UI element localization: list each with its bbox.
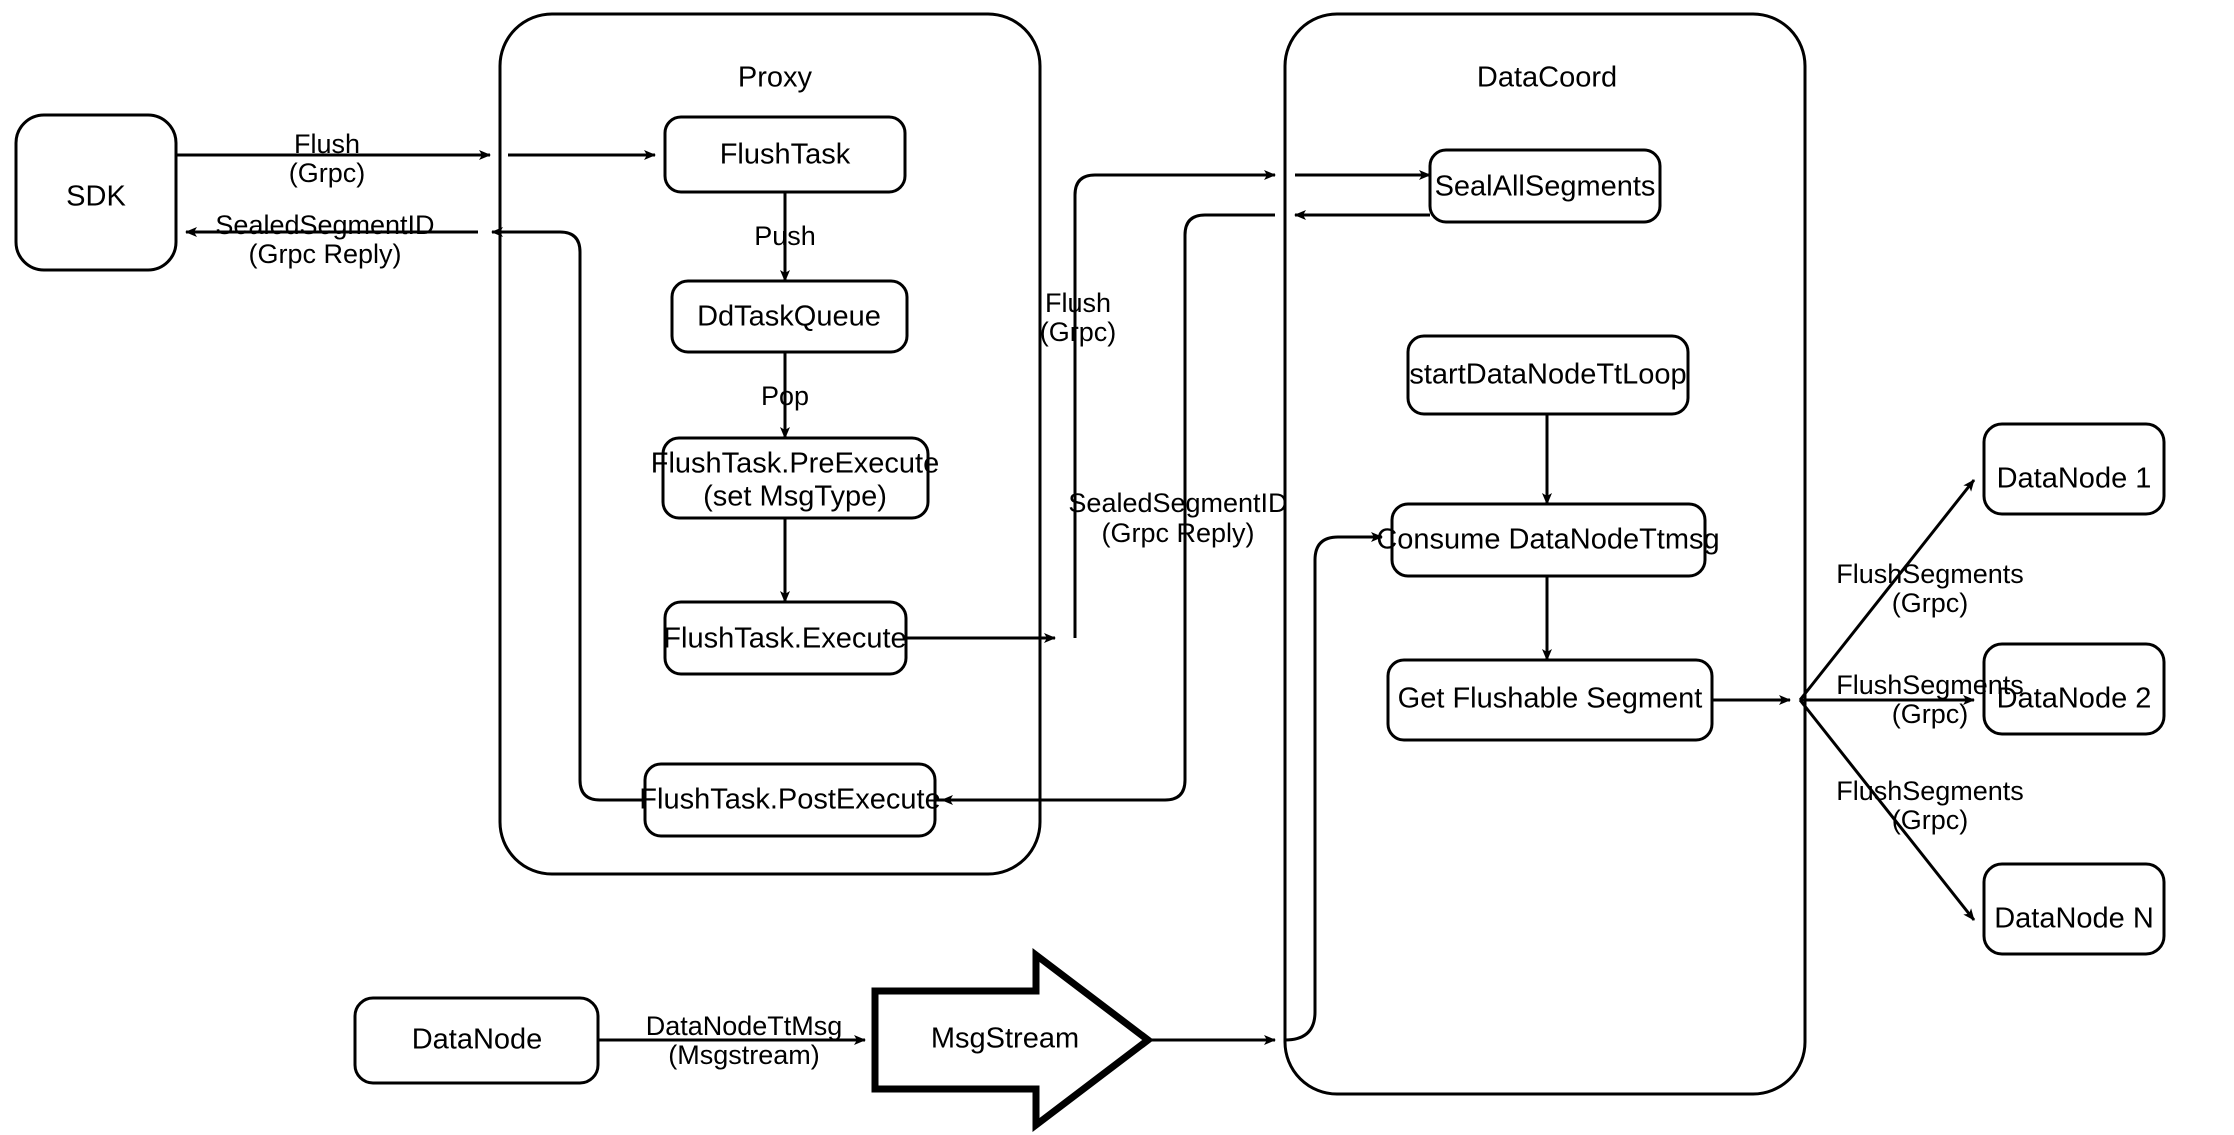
consumedatanodettmsg-label: Consume DataNodeTtmsg <box>1376 524 1719 556</box>
proxy-container-label: Proxy <box>738 62 813 94</box>
sdk-label: SDK <box>66 181 126 213</box>
node-ddtaskqueue[interactable]: DdTaskQueue <box>670 279 909 354</box>
pop-label: Pop <box>761 381 809 411</box>
flushtask-box[interactable] <box>663 115 907 194</box>
node-startdatanodettloop[interactable]: startDataNodeTtLoop <box>1406 334 1690 416</box>
msgstream-arrow-shape[interactable] <box>871 947 1154 1133</box>
datanode-ttmsg-line1: DataNodeTtMsg <box>646 1011 843 1041</box>
getflushablesegment-label: Get Flushable Segment <box>1398 683 1703 715</box>
startdatanodettloop-box[interactable] <box>1406 334 1690 416</box>
ddtaskqueue-box[interactable] <box>670 279 909 354</box>
flushsegments-n-line2: (Grpc) <box>1892 805 1969 835</box>
datanode-ttmsg-line2: (Msgstream) <box>668 1040 820 1070</box>
datanode2-box[interactable] <box>1982 642 2166 736</box>
datacoord-container-outline <box>1283 12 1807 1096</box>
postexecute-label: FlushTask.PostExecute <box>639 784 940 816</box>
edge-label-datacoord-to-proxy: SealedSegmentID (Grpc Reply) <box>1068 488 1287 548</box>
datanode-bottom-box[interactable] <box>353 996 600 1085</box>
getflushablesegment-box[interactable] <box>1386 658 1714 742</box>
node-consumedatanodettmsg[interactable]: Consume DataNodeTtmsg <box>1376 502 1720 578</box>
edge-label-pop: Pop <box>761 381 809 411</box>
edge-flush-to-datacoord <box>1073 170 1276 638</box>
edge-junction-to-datanode1 <box>1798 479 1976 701</box>
node-sdk[interactable]: SDK <box>14 113 178 272</box>
edge-label-flushsegments-2: FlushSegments (Grpc) <box>1836 670 2024 729</box>
edge-label-sdk-to-proxy: Flush (Grpc) <box>289 129 366 188</box>
datanoden-label: DataNode N <box>1994 903 2154 935</box>
push-label: Push <box>754 221 816 251</box>
flushsegments-2-line2: (Grpc) <box>1892 699 1969 729</box>
sealallsegments-box[interactable] <box>1428 148 1662 224</box>
sealallsegments-label: SealAllSegments <box>1435 171 1656 203</box>
startdatanodettloop-label: startDataNodeTtLoop <box>1409 359 1686 391</box>
edge-postexecute-to-reply <box>491 227 645 802</box>
container-proxy: Proxy <box>498 12 1042 876</box>
consumedatanodettmsg-box[interactable] <box>1390 502 1707 578</box>
datacoord-container-label: DataCoord <box>1477 62 1617 94</box>
node-postexecute[interactable]: FlushTask.PostExecute <box>639 762 941 838</box>
flushsegments-2-line1: FlushSegments <box>1836 670 2024 700</box>
edge-label-push: Push <box>754 221 816 251</box>
node-execute[interactable]: FlushTask.Execute <box>663 600 908 676</box>
sdk-to-proxy-line1: Flush <box>294 129 360 159</box>
preexecute-label-line1: FlushTask.PreExecute <box>651 448 940 480</box>
datanode1-box[interactable] <box>1982 422 2166 516</box>
proxy-to-sdk-line2: (Grpc Reply) <box>248 239 401 269</box>
node-datanode2[interactable]: DataNode 2 <box>1982 642 2166 736</box>
execute-label: FlushTask.Execute <box>663 623 906 655</box>
proxy-to-sdk-line1: SealedSegmentID <box>215 210 434 240</box>
ddtaskqueue-label: DdTaskQueue <box>697 301 881 333</box>
edge-label-datanode-ttmsg: DataNodeTtMsg (Msgstream) <box>646 1011 843 1070</box>
proxy-to-datacoord-line2: (Grpc) <box>1040 317 1117 347</box>
edge-label-flushsegments-n: FlushSegments (Grpc) <box>1836 776 2024 835</box>
edge-junction-to-datanoden <box>1798 699 1976 921</box>
edge-label-flushsegments-1: FlushSegments (Grpc) <box>1836 559 2024 618</box>
edge-label-proxy-to-sdk: SealedSegmentID (Grpc Reply) <box>215 210 434 269</box>
node-flushtask[interactable]: FlushTask <box>663 115 907 194</box>
flushsegments-1-line1: FlushSegments <box>1836 559 2024 589</box>
msgstream-label: MsgStream <box>931 1023 1079 1055</box>
preexecute-box[interactable] <box>661 436 930 520</box>
flushtask-label: FlushTask <box>720 139 851 171</box>
edge-ttmsg-to-consume <box>1284 532 1383 1042</box>
execute-box[interactable] <box>663 600 908 676</box>
flushsegments-1-line2: (Grpc) <box>1892 588 1969 618</box>
flushsegments-n-line1: FlushSegments <box>1836 776 2024 806</box>
node-datanoden[interactable]: DataNode N <box>1982 862 2166 956</box>
datanoden-box[interactable] <box>1982 862 2166 956</box>
datanode1-label: DataNode 1 <box>1997 463 2152 495</box>
node-sealallsegments[interactable]: SealAllSegments <box>1428 148 1662 224</box>
preexecute-label-line2: (set MsgType) <box>703 481 887 513</box>
datacoord-to-proxy-line2: (Grpc Reply) <box>1101 518 1254 548</box>
postexecute-box[interactable] <box>643 762 937 838</box>
datacoord-to-proxy-line1: SealedSegmentID <box>1068 488 1287 518</box>
datanode-bottom-label: DataNode <box>412 1024 543 1056</box>
edge-datacoord-reply-to-proxy <box>941 213 1275 805</box>
sdk-to-proxy-line2: (Grpc) <box>289 158 366 188</box>
container-datacoord: DataCoord <box>1283 12 1807 1096</box>
node-msgstream[interactable]: MsgStream <box>871 947 1154 1133</box>
proxy-container-outline <box>498 12 1042 876</box>
edge-label-proxy-to-datacoord: Flush (Grpc) <box>1040 288 1117 347</box>
node-datanode-bottom[interactable]: DataNode <box>353 996 600 1085</box>
node-preexecute[interactable]: FlushTask.PreExecute (set MsgType) <box>651 436 940 520</box>
sdk-box[interactable] <box>14 113 178 272</box>
node-getflushablesegment[interactable]: Get Flushable Segment <box>1386 658 1714 742</box>
node-datanode1[interactable]: DataNode 1 <box>1982 422 2166 516</box>
datanode2-label: DataNode 2 <box>1997 683 2152 715</box>
proxy-to-datacoord-line1: Flush <box>1045 288 1111 318</box>
